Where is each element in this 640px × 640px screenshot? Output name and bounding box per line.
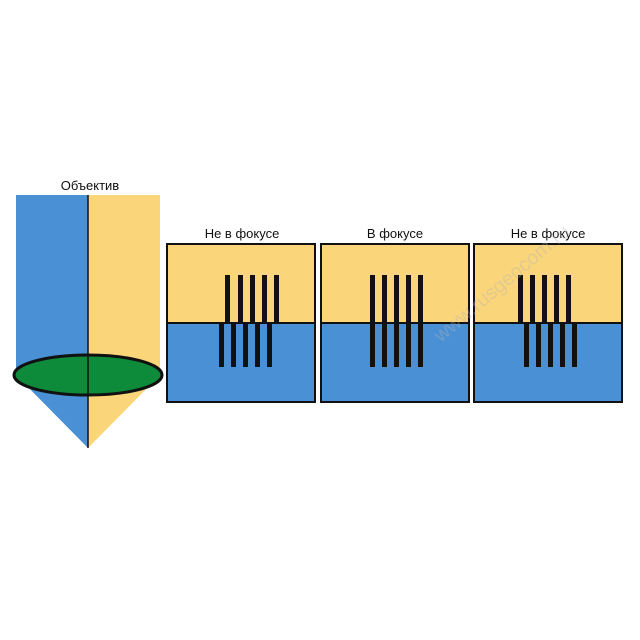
bottom-bar-5 bbox=[267, 323, 272, 367]
bar-1 bbox=[370, 275, 375, 367]
top-bar-5 bbox=[274, 275, 279, 323]
bottom-bar-4 bbox=[560, 323, 565, 367]
lens-right-half bbox=[88, 195, 160, 448]
focus-panel-out-left bbox=[166, 243, 316, 403]
lens-left-half bbox=[16, 195, 88, 448]
top-bar-4 bbox=[554, 275, 559, 323]
lens-label: Объектив bbox=[60, 178, 120, 193]
panel-divider bbox=[168, 322, 314, 324]
panel-bottom-half bbox=[168, 323, 314, 401]
bar-5 bbox=[418, 275, 423, 367]
panel-title-1: Не в фокусе bbox=[204, 226, 280, 241]
focus-panel-in bbox=[320, 243, 470, 403]
top-bar-3 bbox=[250, 275, 255, 323]
top-bar-4 bbox=[262, 275, 267, 323]
top-bar-3 bbox=[542, 275, 547, 323]
panel-title-3: Не в фокусе bbox=[510, 226, 586, 241]
bottom-bar-3 bbox=[548, 323, 553, 367]
top-bar-2 bbox=[238, 275, 243, 323]
top-bar-1 bbox=[518, 275, 523, 323]
top-bar-2 bbox=[530, 275, 535, 323]
top-bar-5 bbox=[566, 275, 571, 323]
focus-panel-out-right bbox=[473, 243, 623, 403]
bottom-bar-2 bbox=[231, 323, 236, 367]
top-bar-1 bbox=[225, 275, 230, 323]
bar-3 bbox=[394, 275, 399, 367]
bottom-bar-2 bbox=[536, 323, 541, 367]
bar-2 bbox=[382, 275, 387, 367]
bottom-bar-4 bbox=[255, 323, 260, 367]
panel-title-2: В фокусе bbox=[366, 226, 424, 241]
bar-4 bbox=[406, 275, 411, 367]
bottom-bar-3 bbox=[243, 323, 248, 367]
lens-diagram bbox=[12, 195, 164, 448]
bottom-bar-1 bbox=[219, 323, 224, 367]
bottom-bar-1 bbox=[524, 323, 529, 367]
panel-top-half bbox=[475, 245, 621, 323]
bottom-bar-5 bbox=[572, 323, 577, 367]
